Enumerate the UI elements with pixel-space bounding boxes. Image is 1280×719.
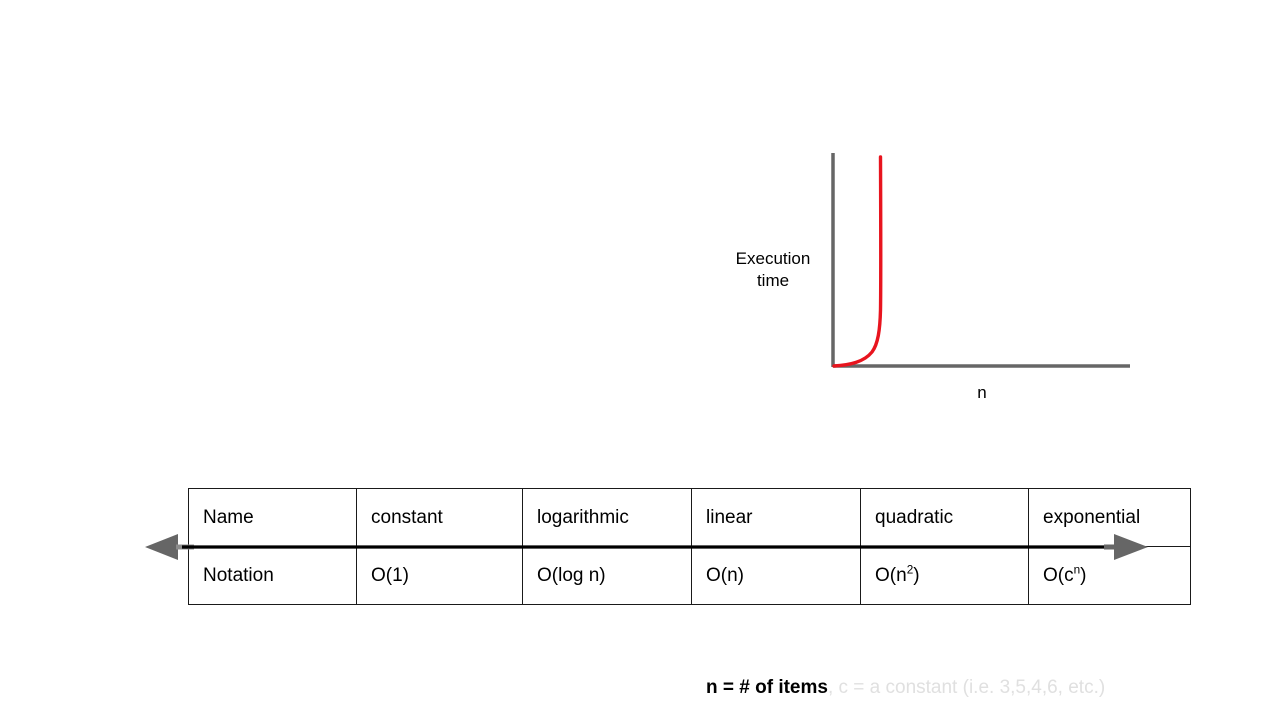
y-axis-label: Execution time <box>718 248 828 293</box>
cell-name-quadratic: quadratic <box>860 488 1029 547</box>
notation-exponential-base: O(c <box>1043 564 1074 586</box>
y-axis-label-line-2: time <box>756 271 790 291</box>
execution-time-chart: Execution time n <box>700 140 1160 415</box>
exponential-curve <box>832 155 883 368</box>
row-header-notation: Notation <box>188 546 357 605</box>
cell-name-linear: linear <box>691 488 861 547</box>
notation-exponential-tail: ) <box>1080 564 1087 586</box>
notation-linear-base: O(n) <box>706 564 744 586</box>
cell-name-exponential: exponential <box>1028 488 1191 547</box>
cell-notation-constant: O(1) <box>356 546 523 605</box>
chart-canvas <box>831 153 1130 368</box>
x-axis-label: n <box>977 383 987 402</box>
notation-quadratic-tail: ) <box>913 564 920 586</box>
footnote: n = # of items, c = a constant (i.e. 3,5… <box>706 677 1105 699</box>
cell-notation-linear: O(n) <box>691 546 861 605</box>
footnote-strong: n = # of items <box>706 677 828 698</box>
notation-exponential-exponent: n <box>1073 563 1081 577</box>
notation-constant-base: O(1) <box>371 564 409 586</box>
complexity-table: Name constant logarithmic linear quadrat… <box>188 488 1191 605</box>
y-axis-label-line-1: Execution <box>735 249 811 268</box>
complexity-table-container: Name constant logarithmic linear quadrat… <box>188 488 1191 605</box>
cell-notation-logarithmic: O(log n) <box>522 546 692 605</box>
footnote-faded: , c = a constant (i.e. 3,5,4,6, etc.) <box>827 677 1106 698</box>
cell-name-constant: constant <box>356 488 523 547</box>
table-row-notation: Notation O(1) O(log n) O(n) O(n2) O(cn) <box>188 546 1191 605</box>
notation-quadratic-exponent: 2 <box>906 563 914 577</box>
cell-name-logarithmic: logarithmic <box>522 488 692 547</box>
notation-quadratic-base: O(n <box>875 564 907 586</box>
table-row-name: Name constant logarithmic linear quadrat… <box>188 488 1191 547</box>
cell-notation-quadratic: O(n2) <box>860 546 1029 605</box>
arrow-left-head <box>145 534 178 560</box>
row-header-name: Name <box>188 488 357 547</box>
notation-logarithmic-base: O(log n) <box>537 564 606 586</box>
cell-notation-exponential: O(cn) <box>1028 546 1191 605</box>
